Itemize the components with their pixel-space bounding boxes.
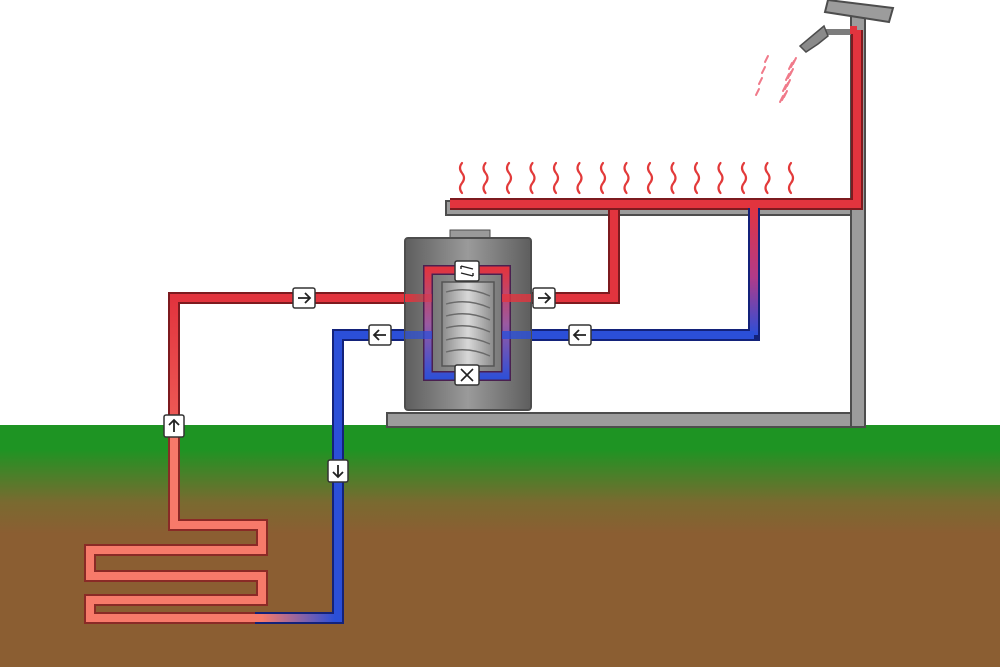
spray-droplet <box>788 62 793 70</box>
arrow-left-icon <box>368 324 392 346</box>
arrow-right-icon <box>532 287 556 309</box>
flow-markers <box>163 260 592 483</box>
shower-head-icon <box>798 24 829 53</box>
spray-droplet <box>761 66 766 74</box>
spray-droplet <box>764 55 769 63</box>
floor-slab-lower <box>386 412 866 428</box>
shower <box>755 24 853 103</box>
arrow-right-icon <box>292 287 316 309</box>
spray-droplet <box>785 73 790 81</box>
spray-droplet <box>755 88 760 96</box>
spray-droplet <box>782 84 787 92</box>
heat-waves <box>458 161 795 195</box>
heat-wave-icon <box>529 161 536 195</box>
heat-wave-icon <box>623 161 630 195</box>
heat-wave-icon <box>787 161 795 195</box>
heat-pump-unit <box>404 229 532 411</box>
compressor-icon <box>454 364 480 386</box>
arrow-up-icon <box>163 414 185 438</box>
heat-wave-icon <box>458 161 466 195</box>
heat-wave-icon <box>576 161 583 195</box>
heat-wave-icon <box>764 161 771 195</box>
heat-wave-icon <box>717 161 724 195</box>
heat-wave-icon <box>599 161 607 195</box>
heat-wave-icon <box>646 161 654 195</box>
expansion-valve-icon <box>454 260 480 282</box>
roof-edge <box>823 0 895 24</box>
heat-wave-icon <box>740 161 748 195</box>
spray-droplet <box>779 95 784 103</box>
heat-wave-icon <box>505 161 513 195</box>
heat-wave-icon <box>552 161 560 195</box>
heat-wave-icon <box>482 161 489 195</box>
arrow-down-icon <box>327 459 349 483</box>
heat-exchanger <box>441 281 495 367</box>
heat-wave-icon <box>670 161 677 195</box>
spray-droplet <box>758 77 763 85</box>
heat-wave-icon <box>693 161 701 195</box>
exchanger-coils <box>445 289 491 357</box>
shower-spray <box>755 55 797 103</box>
arrow-left-icon <box>568 324 592 346</box>
